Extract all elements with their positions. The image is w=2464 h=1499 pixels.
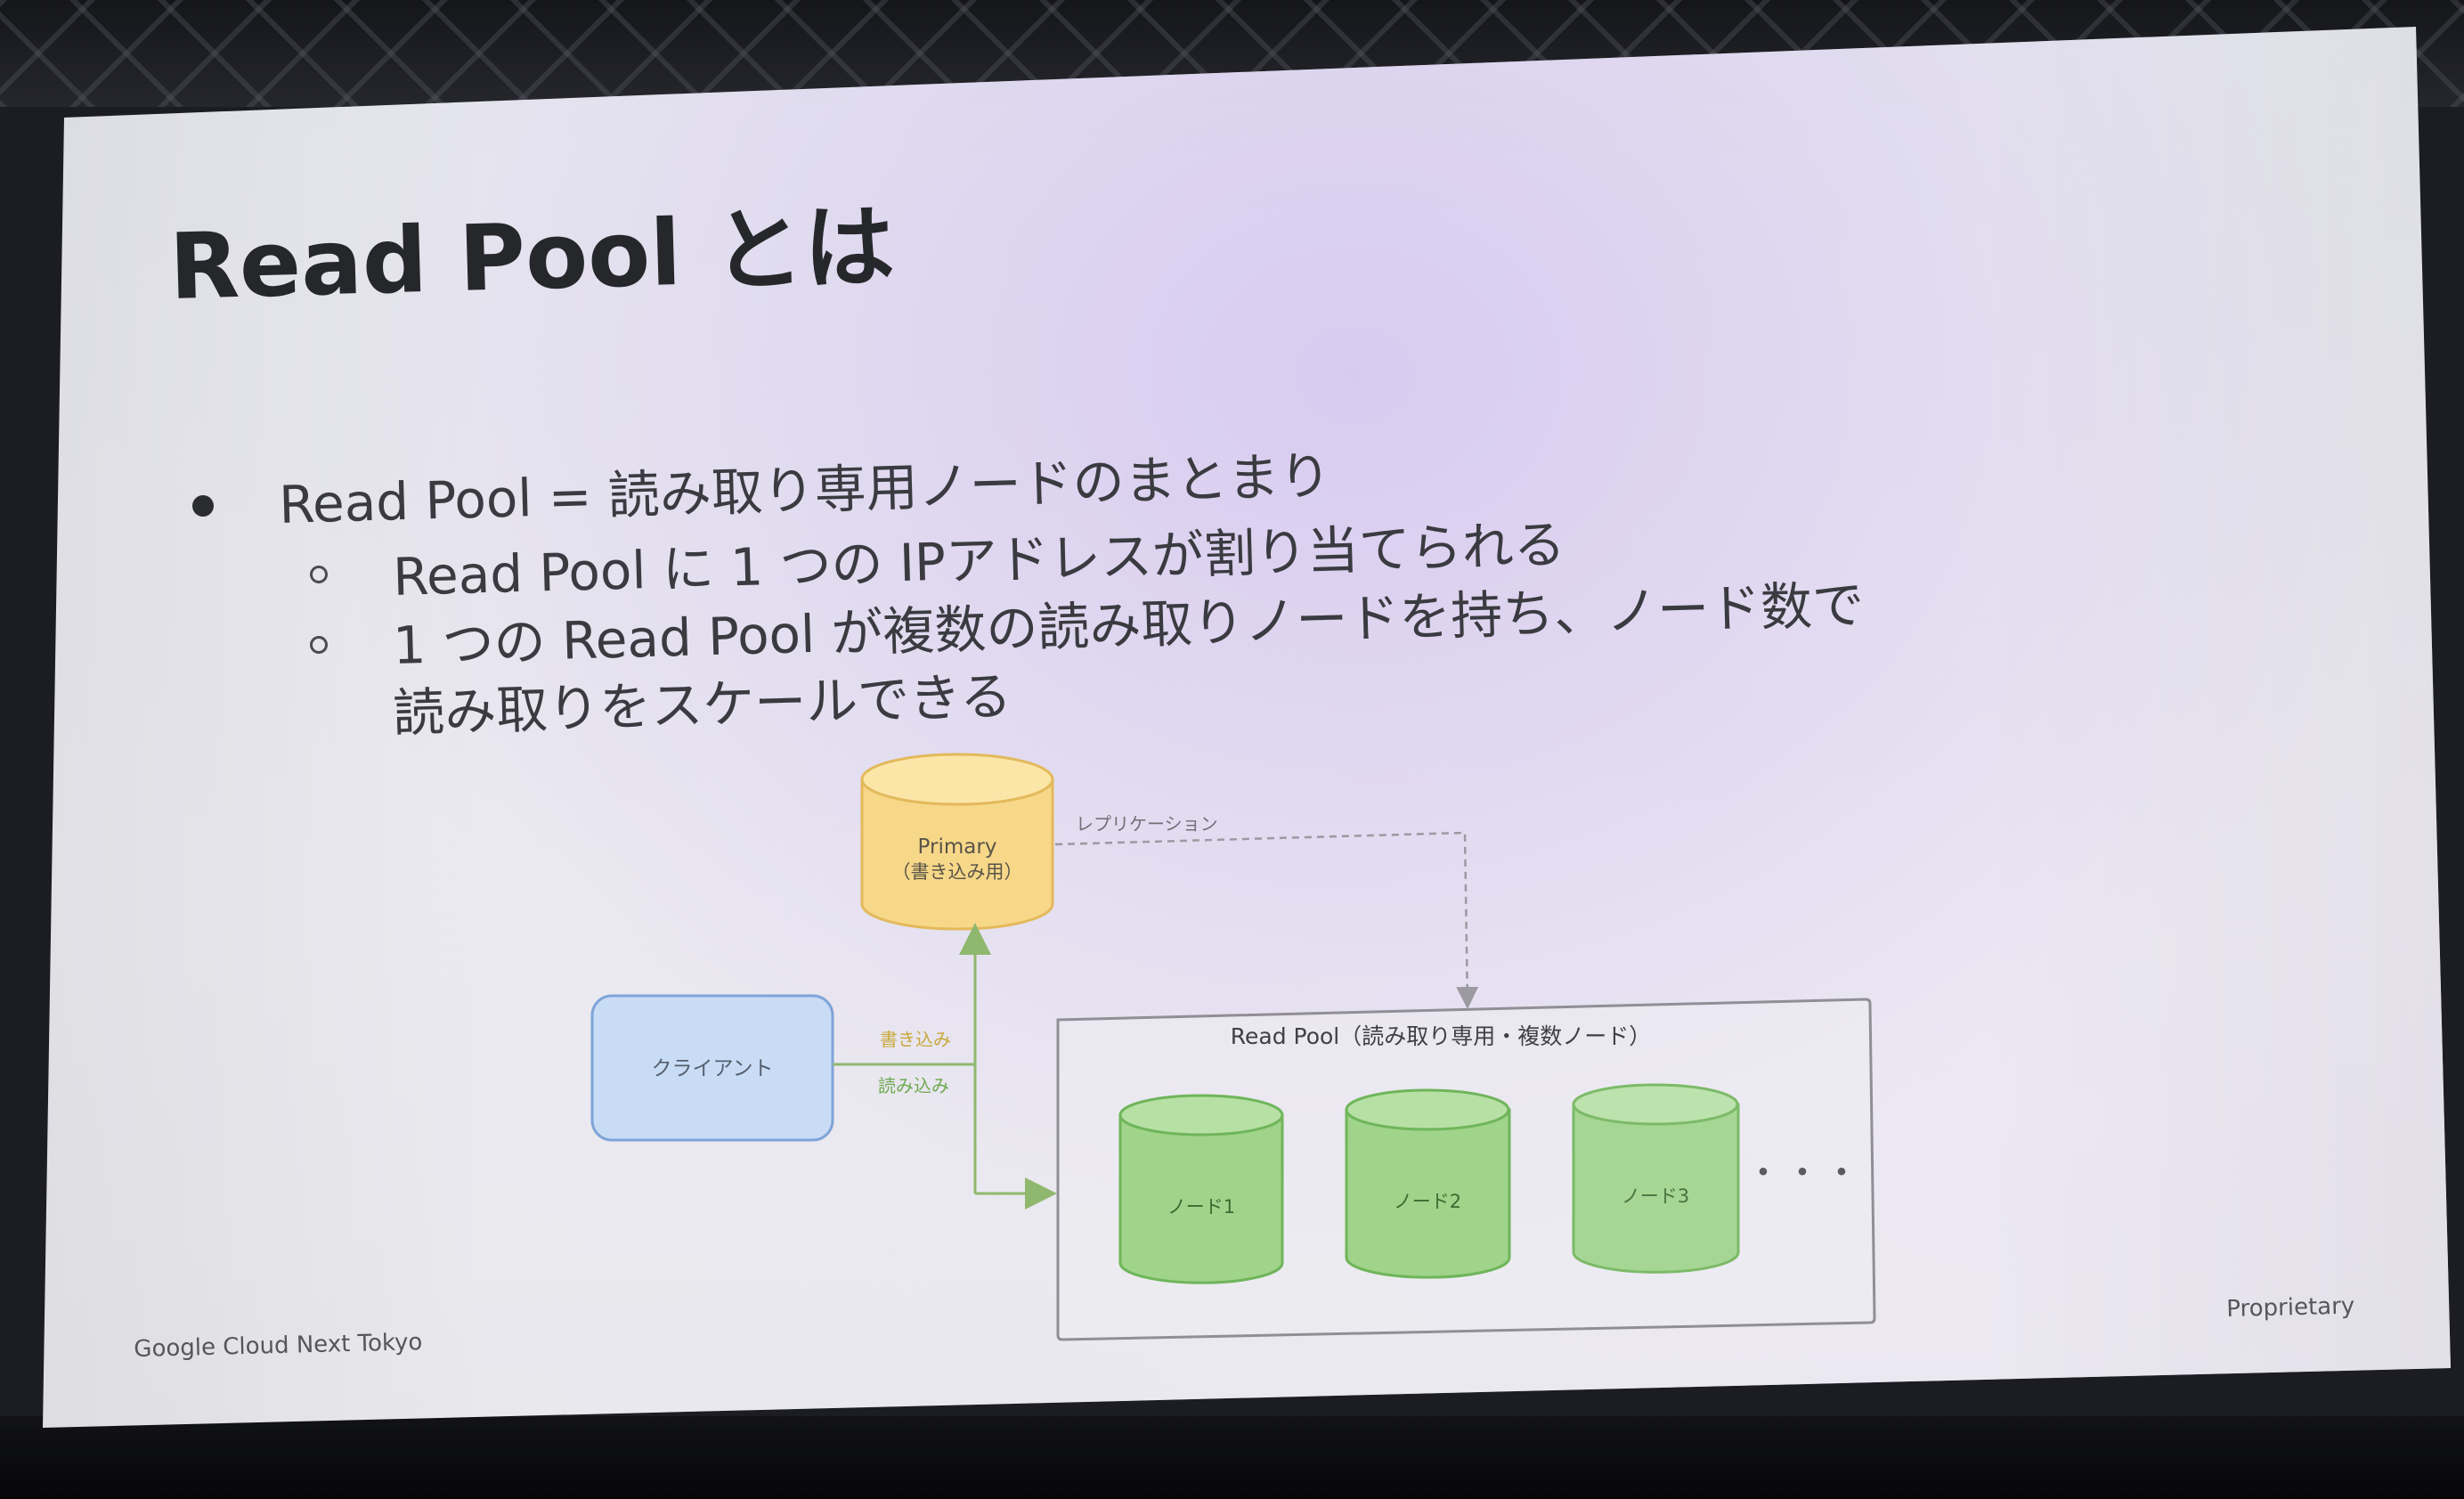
replication-arrow — [1054, 831, 1479, 1009]
node-1-database-icon — [1118, 1094, 1284, 1284]
footer-proprietary: Proprietary — [2226, 1292, 2355, 1323]
primary-label: Primary — [918, 835, 997, 859]
more-nodes-ellipsis: ・・・ — [1745, 1153, 1863, 1193]
read-pool-label: Read Pool（読み取り専用・複数ノード） — [1231, 1023, 1652, 1049]
client-box — [590, 994, 834, 1142]
node-3-label: ノード3 — [1622, 1185, 1689, 1207]
node-1-label: ノード1 — [1167, 1196, 1235, 1218]
node-3-database-icon — [1572, 1083, 1740, 1274]
stage-floor — [0, 1416, 2464, 1499]
node-2-label: ノード2 — [1394, 1191, 1461, 1212]
client-label: クライアント — [651, 1057, 773, 1080]
primary-sublabel: （書き込み用） — [892, 861, 1023, 883]
node-2-database-icon — [1345, 1088, 1511, 1279]
primary-database-icon — [860, 753, 1054, 931]
read-label: 読み込み — [878, 1075, 949, 1096]
replication-label: レプリケーション — [1076, 813, 1218, 835]
write-label: 書き込み — [880, 1029, 951, 1050]
